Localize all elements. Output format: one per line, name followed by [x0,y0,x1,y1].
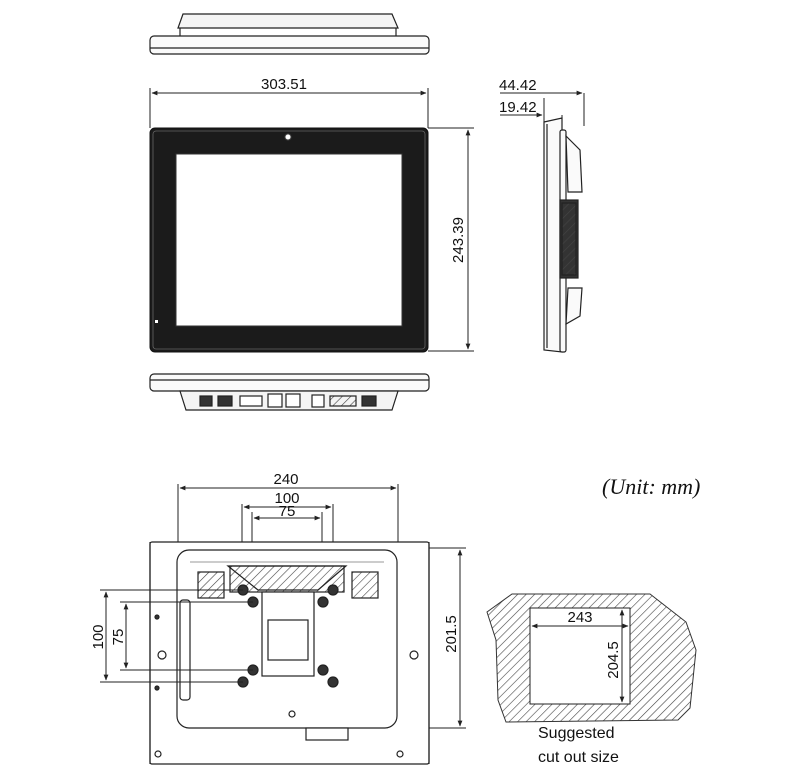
left-vent [197,571,225,599]
mount-width-label: 240 [273,471,298,488]
rear-height-dimension [429,547,466,729]
ethernet-port-icon [267,393,283,408]
mount-hole-icon [409,650,419,660]
rear-view [149,541,430,765]
usb-port-icon [361,395,377,407]
usb-port-icon [199,395,213,407]
vesa-screw-icon [327,584,339,596]
power-port-icon [311,394,325,408]
mount-vesa-v-inner-label: 75 [110,629,127,646]
cutout-caption-line-1: Suggested [538,725,615,742]
vent-icon [329,395,357,407]
front-height-label: 243.39 [450,217,467,263]
vesa-screw-icon [317,664,329,676]
mount-vesa-v-outer-label: 100 [90,624,107,649]
rear-vesa-vertical-dimensions [100,589,253,683]
front-width-dimension [149,88,429,128]
right-vent [351,571,379,599]
front-camera-icon [284,133,292,141]
front-height-dimension [428,127,474,352]
cutout-height-label: 204.5 [605,641,622,679]
top-view [149,13,430,55]
side-depth-total-label: 44.42 [499,77,537,94]
front-view [149,127,429,353]
mount-hole-icon [154,750,162,758]
cutout-width-label: 243 [567,609,592,626]
side-depth-dimensions [500,90,585,126]
cutout-caption-line-2: cut out size [538,749,619,766]
vesa-screw-icon [317,596,329,608]
vesa-screw-icon [327,676,339,688]
mount-hole-icon [154,685,160,691]
usb-port-icon [217,395,233,407]
bottom-view [149,373,430,411]
front-width-label: 303.51 [261,76,307,93]
mount-hole-icon [288,710,296,718]
ethernet-port-icon [285,393,301,408]
side-view [543,117,583,353]
vesa-inner-label: 75 [279,503,296,520]
unit-label: (Unit: mm) [602,474,700,499]
mount-hole-icon [396,750,404,758]
front-screen [175,153,403,327]
mount-hole-icon [157,650,167,660]
mount-hole-icon [154,614,160,620]
side-depth-panel-label: 19.42 [499,99,537,116]
serial-port-icon [239,395,263,407]
cutout-diagram [486,593,697,723]
vesa-outer-label: 100 [274,490,299,507]
mount-height-label: 201.5 [443,615,460,653]
mount-width-dimension [177,484,399,546]
